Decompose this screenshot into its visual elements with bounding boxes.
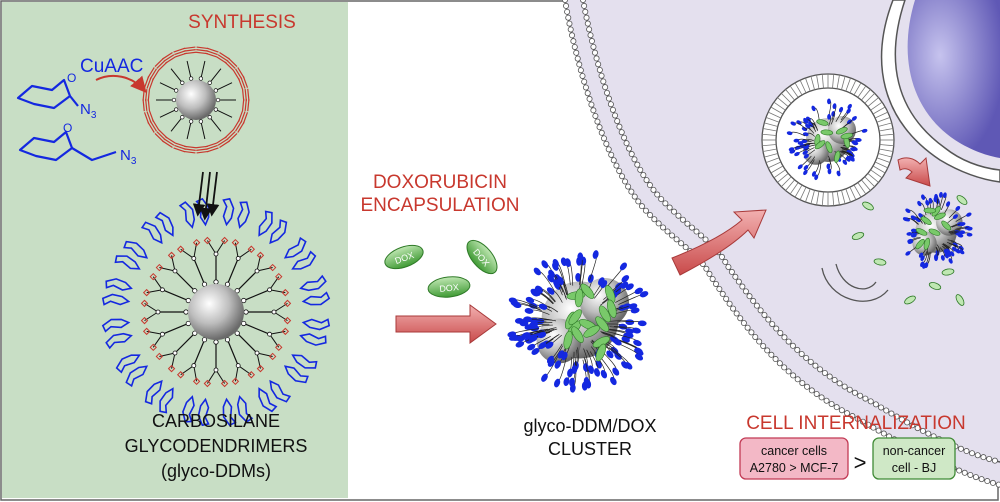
released-cluster: [902, 191, 973, 269]
dendrimer-label-3: (glyco-DDMs): [161, 461, 271, 481]
cuaac-arrow: [95, 74, 147, 94]
release-arrow: [897, 156, 931, 187]
glycodendrimer: [101, 197, 331, 427]
nucleus: [907, 0, 1000, 158]
internalization-title: CELL INTERNALIZATION: [746, 413, 966, 434]
svg-text:cell - BJ: cell - BJ: [892, 461, 936, 475]
noncancer-cell-box: non-cancer cell - BJ: [872, 437, 956, 480]
sugar-azide-2: O: [18, 121, 117, 162]
comparison-operator: >: [854, 450, 867, 475]
dox-pill-1: DOX: [384, 244, 424, 270]
dox-pill-3: DOX: [427, 276, 471, 298]
azide-label-1: N3: [80, 101, 97, 121]
cluster-label-1: glyco-DDM/DOX: [523, 416, 656, 436]
svg-text:O: O: [63, 121, 72, 135]
cuaac-label: CuAAC: [80, 56, 143, 77]
svg-text:N3: N3: [120, 147, 137, 167]
cluster-label-2: CLUSTER: [548, 439, 632, 459]
membrane-lipids: [562, 0, 1000, 488]
nuclear-envelope: [880, 0, 1000, 183]
svg-text:DOX: DOX: [439, 282, 459, 294]
sugar-azide-1: O: [16, 71, 79, 110]
svg-text:N3: N3: [80, 101, 97, 121]
encapsulation-arrow: [395, 304, 497, 344]
azide-dendrimer-core: [142, 46, 250, 154]
dendrimer-label-1: CARBOSILANE: [152, 411, 280, 431]
vesicle-fragment: [821, 263, 889, 302]
svg-text:A2780 > MCF-7: A2780 > MCF-7: [750, 461, 839, 475]
reaction-arrows: [192, 171, 220, 221]
cancer-cells-box: cancer cells A2780 > MCF-7: [739, 437, 849, 480]
internalization-arrow: [671, 209, 767, 276]
dendrimer-label-2: GLYCODENDRIMERS: [125, 436, 308, 456]
svg-text:O: O: [67, 71, 76, 85]
svg-text:cancer cells: cancer cells: [761, 444, 827, 458]
dox-cluster: [507, 250, 649, 393]
dox-pill-2: DOX: [466, 239, 498, 275]
svg-text:non-cancer: non-cancer: [883, 444, 946, 458]
synthesis-title: SYNTHESIS: [188, 12, 296, 33]
azide-label-2: N3: [120, 147, 137, 167]
encapsulation-label-2: ENCAPSULATION: [360, 195, 519, 216]
internalized-cluster: [786, 98, 868, 181]
released-dox: [851, 195, 968, 306]
encapsulation-label-1: DOXORUBICIN: [373, 172, 507, 193]
